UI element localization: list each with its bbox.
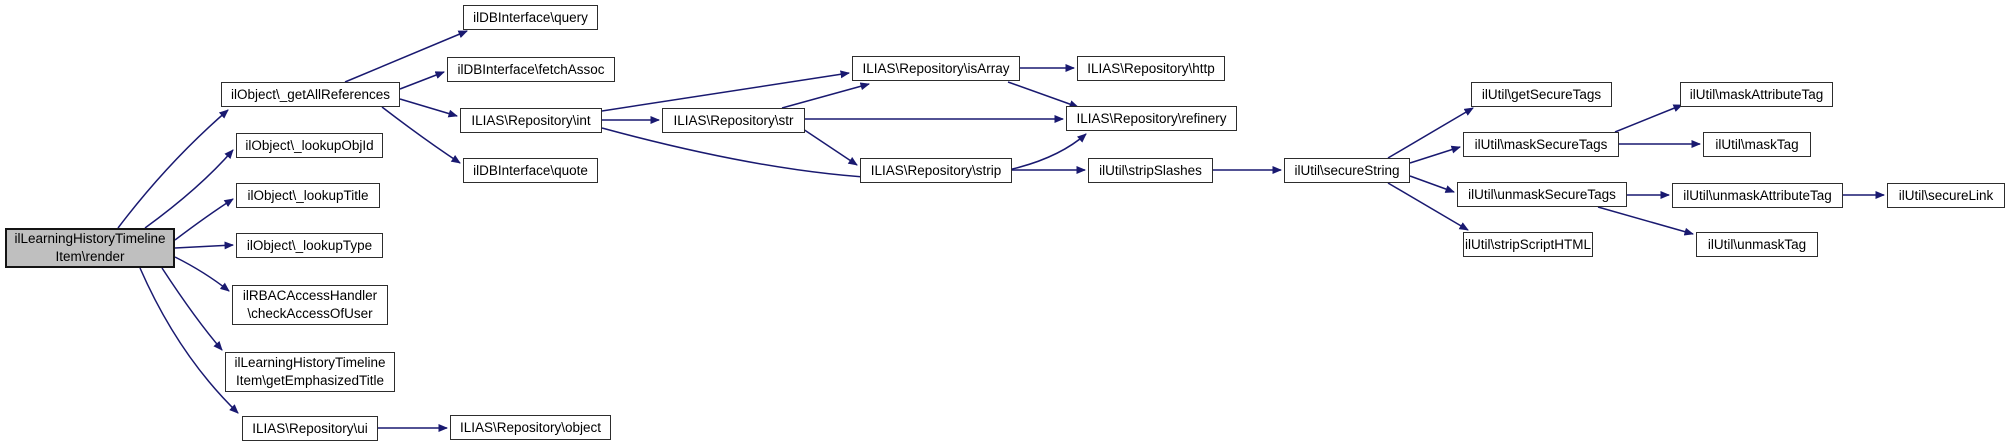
graph-node-maskTag[interactable]: ilUtil\maskTag xyxy=(1703,132,1811,157)
graph-edge-getAllReferences-to-quote xyxy=(381,106,461,164)
graph-node-getAllReferences[interactable]: ilObject\_getAllReferences xyxy=(221,82,400,107)
graph-edge-int-to-refinery xyxy=(601,127,1087,180)
graph-node-render: ilLearningHistoryTimeline Item\render xyxy=(5,228,175,268)
graph-node-checkAccessOfUser[interactable]: ilRBACAccessHandler \checkAccessOfUser xyxy=(232,285,388,325)
graph-edge-render-to-getEmphasizedTitle xyxy=(161,267,223,351)
graph-node-refinery[interactable]: ILIAS\Repository\refinery xyxy=(1066,106,1237,131)
graph-edge-unmaskSecureTags-to-unmaskTag xyxy=(1597,206,1694,236)
graph-edge-render-to-lookupObjId xyxy=(144,149,234,229)
graph-node-secureLink[interactable]: ilUtil\secureLink xyxy=(1887,183,2005,208)
graph-node-query[interactable]: ilDBInterface\query xyxy=(463,5,598,30)
graph-edge-render-to-ui xyxy=(139,267,239,414)
graph-edge-render-to-lookupTitle xyxy=(174,198,234,241)
graph-edge-str-to-isArray xyxy=(781,82,870,109)
graph-node-unmaskSecureTags[interactable]: ilUtil\unmaskSecureTags xyxy=(1457,182,1627,207)
graph-node-unmaskAttributeTag[interactable]: ilUtil\unmaskAttributeTag xyxy=(1672,183,1843,208)
graph-edge-render-to-lookupType xyxy=(174,241,234,250)
graph-node-stripSlashes[interactable]: ilUtil\stripSlashes xyxy=(1088,158,1213,183)
graph-node-ui[interactable]: ILIAS\Repository\ui xyxy=(242,416,378,441)
graph-edge-maskSecureTags-to-maskAttributeTag xyxy=(1614,104,1683,133)
graph-node-lookupType[interactable]: ilObject\_lookupType xyxy=(236,233,383,258)
graph-node-stripScriptHTML[interactable]: ilUtil\stripScriptHTML xyxy=(1463,232,1593,257)
graph-edge-getAllReferences-to-int xyxy=(399,98,458,118)
graph-edge-render-to-getAllReferences xyxy=(117,109,229,229)
graph-edge-getAllReferences-to-fetchAssoc xyxy=(399,71,445,90)
graph-edge-getAllReferences-to-query xyxy=(344,30,468,83)
graph-node-strip[interactable]: ILIAS\Repository\strip xyxy=(860,158,1012,183)
graph-edge-secureString-to-maskSecureTags xyxy=(1409,145,1461,164)
graph-node-getSecureTags[interactable]: ilUtil\getSecureTags xyxy=(1471,82,1612,107)
graph-edge-isArray-to-refinery xyxy=(1007,81,1079,108)
graph-edge-str-to-strip xyxy=(799,126,858,166)
graph-node-lookupTitle[interactable]: ilObject\_lookupTitle xyxy=(236,183,380,208)
graph-node-quote[interactable]: ilDBInterface\quote xyxy=(463,158,598,183)
graph-node-str[interactable]: ILIAS\Repository\str xyxy=(662,108,805,133)
graph-node-fetchAssoc[interactable]: ilDBInterface\fetchAssoc xyxy=(447,57,615,82)
graph-edge-secureString-to-unmaskSecureTags xyxy=(1409,175,1455,193)
graph-node-http[interactable]: ILIAS\Repository\http xyxy=(1077,56,1225,81)
graph-node-maskSecureTags[interactable]: ilUtil\maskSecureTags xyxy=(1463,132,1619,157)
graph-node-object[interactable]: ILIAS\Repository\object xyxy=(450,415,611,440)
graph-edge-secureString-to-stripScriptHTML xyxy=(1387,182,1469,231)
graph-node-unmaskTag[interactable]: ilUtil\unmaskTag xyxy=(1696,232,1818,257)
graph-node-getEmphasizedTitle[interactable]: ilLearningHistoryTimeline Item\getEmphas… xyxy=(225,352,395,392)
graph-edge-secureString-to-getSecureTags xyxy=(1387,107,1474,159)
graph-node-lookupObjId[interactable]: ilObject\_lookupObjId xyxy=(236,133,383,158)
graph-node-maskAttributeTag[interactable]: ilUtil\maskAttributeTag xyxy=(1680,82,1833,107)
graph-node-secureString[interactable]: ilUtil\secureString xyxy=(1284,158,1410,183)
graph-edge-int-to-isArray xyxy=(601,70,850,112)
graph-edge-render-to-checkAccessOfUser xyxy=(174,256,230,292)
graph-node-isArray[interactable]: ILIAS\Repository\isArray xyxy=(852,56,1020,81)
graph-node-int[interactable]: ILIAS\Repository\int xyxy=(460,108,602,133)
